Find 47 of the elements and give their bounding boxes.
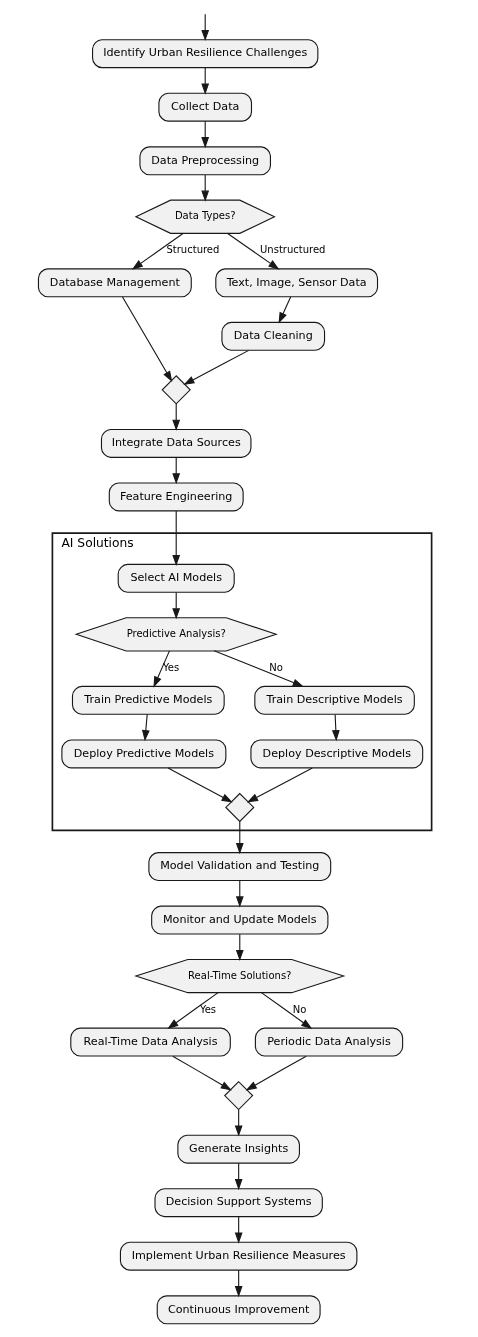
arrow [213,650,304,687]
arrow [141,713,150,742]
node-box: Continuous Improvement [156,1295,321,1325]
edge-label: Structured [165,244,219,256]
node-box: Identify Urban Resilience Challenges [91,39,318,69]
edge-label: No [292,1003,306,1015]
arrow [245,1055,307,1091]
node-box: Real-Time Data Analysis [69,1027,231,1057]
arrow [246,767,313,803]
node-box: Data Cleaning [220,321,325,351]
arrow [171,510,180,567]
node-box: Text, Image, Sensor Data [214,268,378,298]
arrow [121,296,172,383]
edge-label: No [268,662,283,674]
node-box: Collect Data [157,92,252,122]
node-diamond [160,375,191,405]
edge-label: Yes [162,662,179,674]
node-diamond [224,792,254,823]
arrow [331,713,340,742]
arrow [182,349,249,385]
node-box: Deploy Predictive Models [60,739,226,769]
edge-label: Unstructured [259,244,326,256]
node-box: Feature Engineering [108,482,244,512]
node-box: Train Descriptive Models [253,685,415,715]
node-box: Model Validation and Testing [147,852,331,882]
arrow [235,820,244,855]
edge-label: Yes [199,1003,216,1015]
node-box: Implement Urban Resilience Measures [119,1241,357,1271]
arrow [167,767,233,803]
node-box: Monitor and Update Models [150,905,328,935]
arrow [260,992,312,1029]
node-box: Data Preprocessing [138,146,271,176]
arrow [278,296,291,324]
node-box: Generate Insights [176,1134,300,1164]
arrow [131,232,184,270]
node-box: Deploy Descriptive Models [249,739,423,769]
node-box: Integrate Data Sources [100,428,251,458]
arrow [226,232,279,270]
arrow [152,650,170,688]
node-box: Select AI Models [117,563,235,593]
node-box: Decision Support Systems [153,1188,323,1218]
node-diamond [223,1080,253,1111]
arrow [166,992,219,1029]
node-box: Train Predictive Models [71,685,225,715]
node-box: Periodic Data Analysis [254,1027,403,1057]
arrow [171,1055,232,1091]
node-box: Database Management [37,268,192,298]
